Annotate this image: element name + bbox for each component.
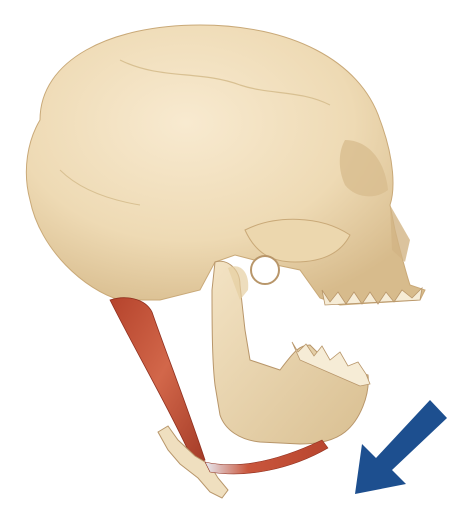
muscle-posterior-belly [110, 298, 205, 465]
arrow-down-left-icon [355, 400, 447, 494]
muscle-anterior-belly [205, 440, 328, 474]
